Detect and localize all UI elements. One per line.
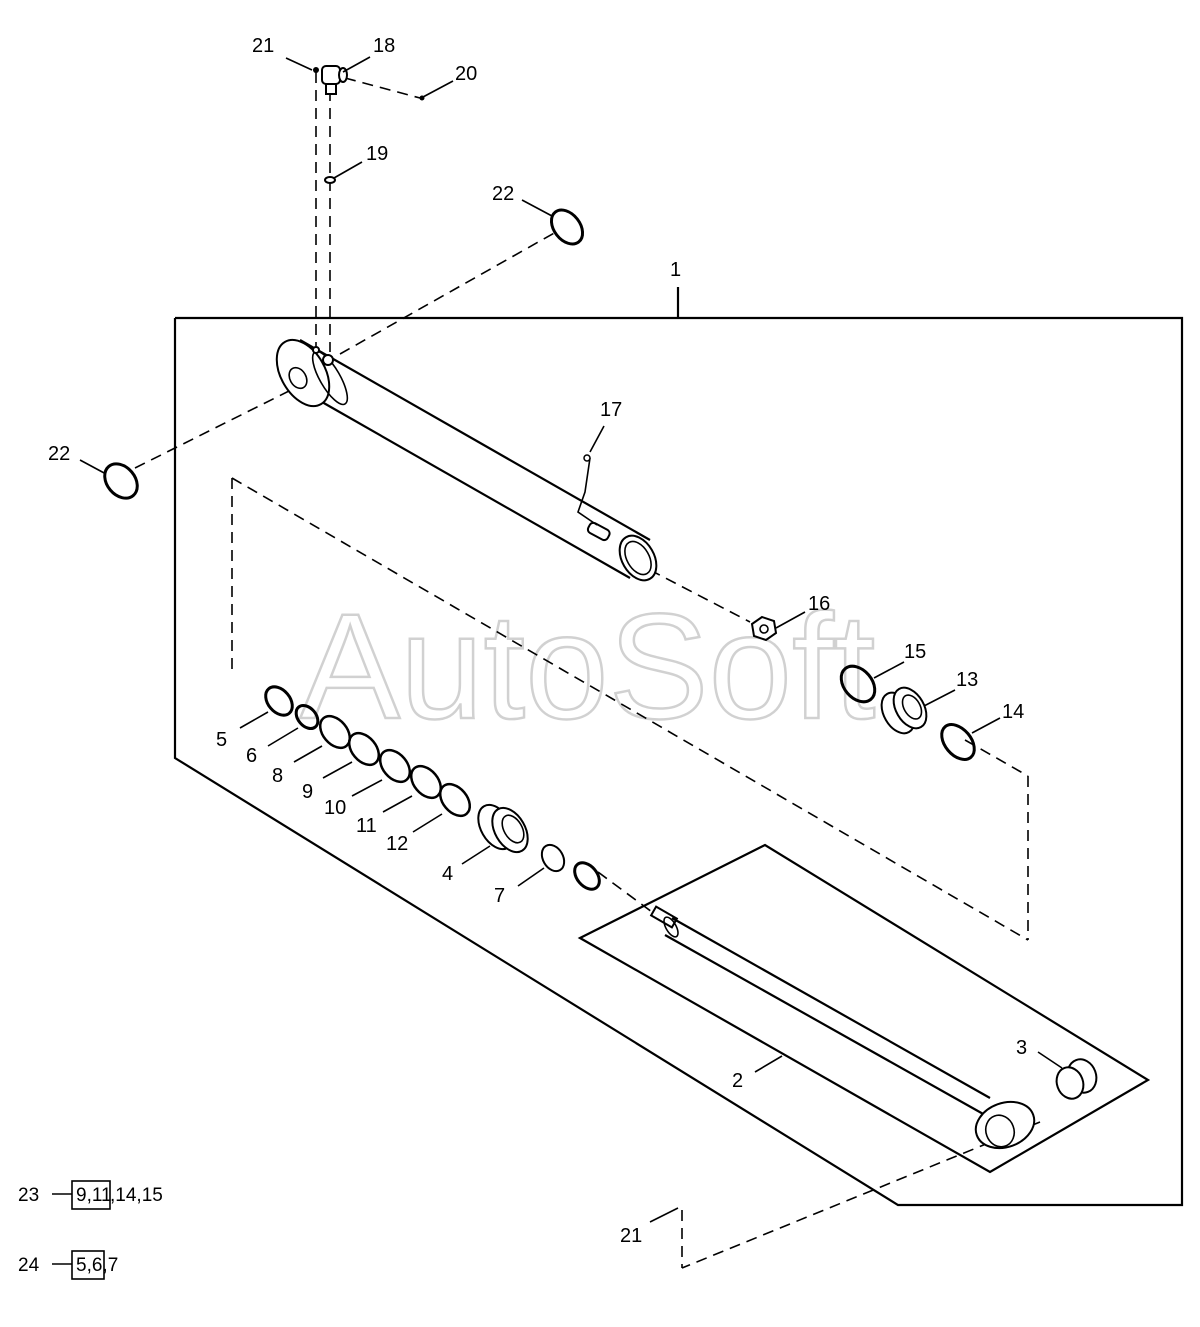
- callout-20: 20: [455, 63, 477, 85]
- callout-1: 1: [670, 259, 681, 281]
- callout-10: 10: [324, 797, 346, 819]
- leader-lines: [79, 56, 1063, 1223]
- callout-22-left: 22: [48, 443, 70, 465]
- o-ring-12: [438, 782, 472, 818]
- rod-subassembly-frame: [577, 843, 1151, 1174]
- rod-seal: [294, 703, 320, 731]
- callout-16: 16: [808, 593, 830, 615]
- cylinder-barrel: [275, 338, 658, 582]
- callout-numbers: 1 2 3 4 5 6 7 8 9 10 11 12 13 14 15 16 1…: [48, 35, 1027, 1247]
- callout-3: 3: [1016, 1037, 1027, 1059]
- gland: [477, 803, 529, 854]
- grease-fitting-top: [313, 67, 319, 73]
- assembly-frame: [173, 287, 1184, 1207]
- grease-fitting-barrel: [583, 454, 591, 462]
- callout-14: 14: [1002, 701, 1024, 723]
- piston-seal: [940, 723, 976, 761]
- callout-19: 19: [366, 143, 388, 165]
- kit-number: 24: [18, 1255, 40, 1276]
- callout-4: 4: [442, 863, 453, 885]
- callout-15: 15: [904, 641, 926, 663]
- seal-kit-dashed-frame: [231, 477, 1029, 941]
- callout-22-top: 22: [492, 183, 514, 205]
- callout-17: 17: [600, 399, 622, 421]
- callout-13: 13: [956, 669, 978, 691]
- kit-boxed-items: 5,6,7: [76, 1255, 118, 1276]
- kit-number: 23: [18, 1185, 39, 1206]
- assembly-lines: [134, 72, 1041, 1269]
- piston-rod: [649, 905, 1036, 1150]
- retaining-ring-top: [549, 208, 585, 246]
- elbow-fitting: [321, 65, 348, 95]
- kit-legend-24: 24 5,6,7: [18, 1250, 118, 1280]
- callout-21-top: 21: [252, 35, 274, 57]
- kit-legend-23: 23 9,11 ,14,15: [18, 1180, 163, 1210]
- kit-other-items: ,14,15: [110, 1185, 163, 1206]
- wear-ring: [839, 664, 877, 704]
- o-ring-11: [409, 764, 443, 800]
- o-ring-9: [347, 731, 381, 767]
- o-ring-8: [318, 714, 352, 750]
- callout-9: 9: [302, 781, 313, 803]
- nut: [750, 615, 778, 642]
- bushing: [540, 843, 566, 873]
- callout-21-bottom: 21: [620, 1225, 642, 1247]
- watermark: AutoSoft: [300, 582, 875, 750]
- callout-12: 12: [386, 833, 408, 855]
- callout-5: 5: [216, 729, 227, 751]
- callout-2: 2: [732, 1070, 743, 1092]
- seal-7: [573, 861, 601, 891]
- retaining-ring-left: [103, 462, 139, 500]
- callout-6: 6: [246, 745, 257, 767]
- o-ring-small: [324, 176, 336, 184]
- callout-18: 18: [373, 35, 395, 57]
- callout-8: 8: [272, 765, 283, 787]
- piston: [880, 686, 928, 735]
- o-ring-10: [378, 748, 412, 784]
- rod-end-bushing: [1055, 1058, 1098, 1100]
- kit-boxed-items: 9,11: [76, 1185, 112, 1206]
- callout-11: 11: [356, 815, 377, 837]
- callout-7: 7: [494, 885, 505, 907]
- wiper-seal: [264, 685, 294, 717]
